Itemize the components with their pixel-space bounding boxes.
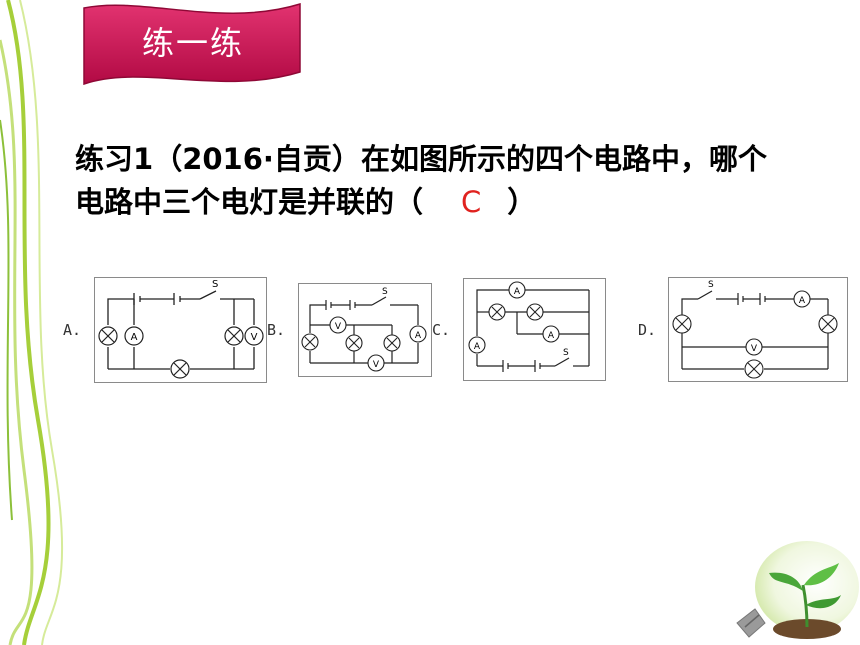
question-number: 1 <box>133 142 154 176</box>
question-source: （2016·自贡） <box>153 142 361 176</box>
ammeter-label: A <box>131 332 138 343</box>
option-a-label: A. <box>63 321 82 339</box>
question-text: 练习1（2016·自贡）在如图所示的四个电路中，哪个 电路中三个电灯是并联的（ C… <box>75 138 860 224</box>
voltmeter-label: V <box>751 344 758 354</box>
circuit-b-diagram: V V A S <box>301 287 427 372</box>
lightbulb-sprout-decoration <box>736 541 859 639</box>
option-b-label: B. <box>267 321 286 339</box>
option-d-label: D. <box>638 321 657 339</box>
circuit-d-diagram: A V S <box>672 280 838 379</box>
switch-label: S <box>382 287 388 297</box>
question-close: ） <box>507 185 537 219</box>
switch-label: S <box>708 280 714 290</box>
question-line1: 在如图所示的四个电路中，哪个 <box>360 142 767 176</box>
ammeter-label: A <box>415 331 422 341</box>
question-line2: 电路中三个电灯是并联的（ <box>75 185 424 219</box>
question-prefix: 练习 <box>75 142 134 176</box>
banner-title: 练一练 <box>141 24 244 62</box>
circuit-a-diagram: A V S <box>98 279 264 379</box>
ammeter-label: A <box>799 296 806 306</box>
answer-text: C <box>461 185 482 219</box>
ammeter-label: A <box>474 342 481 352</box>
voltmeter-label: V <box>335 322 342 332</box>
circuit-c-diagram: A A A S <box>468 281 590 372</box>
option-c-label: C. <box>432 321 451 339</box>
voltmeter-label: V <box>251 332 258 343</box>
ammeter-label: A <box>548 331 555 341</box>
ammeter-label: A <box>514 287 521 297</box>
voltmeter-label: V <box>373 360 380 370</box>
left-decoration <box>0 0 64 645</box>
title-banner <box>83 2 301 86</box>
switch-label: S <box>212 279 218 290</box>
switch-label: S <box>563 348 569 358</box>
circuit-b-frame <box>298 283 432 377</box>
